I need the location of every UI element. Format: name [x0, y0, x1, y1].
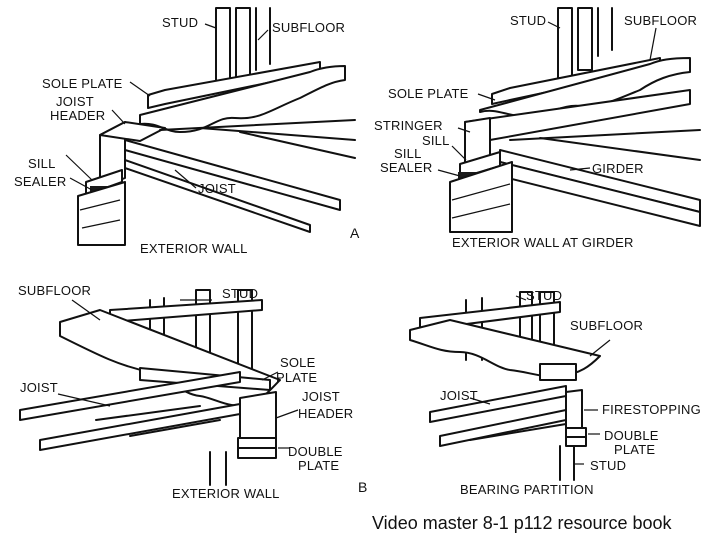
section-mark-a: A	[350, 225, 360, 241]
label-double-plate-line2: PLATE	[614, 442, 655, 457]
firestopping-drawing	[565, 389, 583, 433]
label-subfloor: SUBFLOOR	[570, 318, 643, 333]
section-mark-b: B	[358, 479, 367, 495]
caption: Video master 8-1 p112 resource book	[372, 513, 672, 533]
label-sill: SILL	[28, 156, 56, 171]
label-joist: JOIST	[20, 380, 58, 395]
title-exterior-wall-b: EXTERIOR WALL	[172, 486, 280, 501]
label-double-plate-line1: DOUBLE	[604, 428, 659, 443]
panel-exterior-wall-at-girder: STUD SUBFLOOR SOLE PLATE STRINGER SILL S…	[374, 7, 701, 250]
label-sill-sealer-line2: SEALER	[380, 160, 433, 175]
subfloor-drawing	[409, 319, 601, 378]
label-sole-plate: SOLE PLATE	[388, 86, 469, 101]
foundation-wall-drawing	[77, 181, 126, 246]
label-sole-plate-line2: PLATE	[276, 370, 317, 385]
label-firestopping: FIRESTOPPING	[602, 402, 701, 417]
label-stud-bottom: STUD	[590, 458, 626, 473]
joist-drawing	[19, 371, 241, 421]
title-exterior-wall-at-girder: EXTERIOR WALL AT GIRDER	[452, 235, 634, 250]
label-double-plate-line1: DOUBLE	[288, 444, 343, 459]
subfloor-drawing	[139, 65, 346, 133]
label-joist: JOIST	[198, 181, 236, 196]
label-joist: JOIST	[440, 388, 478, 403]
label-stud: STUD	[510, 13, 546, 28]
label-stud: STUD	[222, 286, 258, 301]
label-sole-plate-line1: SOLE	[280, 355, 316, 370]
label-joist-header-line2: HEADER	[298, 406, 353, 421]
title-bearing-partition: BEARING PARTITION	[460, 482, 594, 497]
label-stud: STUD	[162, 15, 198, 30]
stud-drawing	[235, 7, 251, 83]
label-girder: GIRDER	[592, 161, 644, 176]
panel-exterior-wall-a: STUD SUBFLOOR SOLE PLATE JOIST HEADER SI…	[14, 7, 360, 256]
label-joist-header-line1: JOIST	[302, 389, 340, 404]
label-subfloor: SUBFLOOR	[272, 20, 345, 35]
label-double-plate-line2: PLATE	[298, 458, 339, 473]
label-sole-plate: SOLE PLATE	[42, 76, 123, 91]
joist-drawing	[429, 385, 567, 423]
label-sill-sealer-line1: SILL	[394, 146, 422, 161]
double-plate-drawing	[565, 427, 587, 438]
stud-drawing	[577, 7, 593, 71]
label-subfloor: SUBFLOOR	[624, 13, 697, 28]
label-stringer: STRINGER	[374, 118, 443, 133]
title-exterior-wall-a: EXTERIOR WALL	[140, 241, 248, 256]
panel-exterior-wall-b: SUBFLOOR STUD SOLE PLATE JOIST JOIST HEA…	[18, 283, 367, 501]
sole-plate-drawing	[539, 363, 577, 381]
panel-bearing-partition: STUD SUBFLOOR JOIST FIRESTOPPING DOUBLE …	[409, 288, 701, 497]
label-stud-top: STUD	[526, 288, 562, 303]
label-joist-header-line1: JOIST	[56, 94, 94, 109]
label-sill-sealer: SEALER	[14, 174, 67, 189]
label-subfloor: SUBFLOOR	[18, 283, 91, 298]
label-sill: SILL	[422, 133, 450, 148]
stud-drawing	[557, 7, 573, 79]
double-plate-drawing	[237, 437, 277, 449]
stud-drawing	[215, 7, 231, 89]
label-joist-header-line2: HEADER	[50, 108, 105, 123]
